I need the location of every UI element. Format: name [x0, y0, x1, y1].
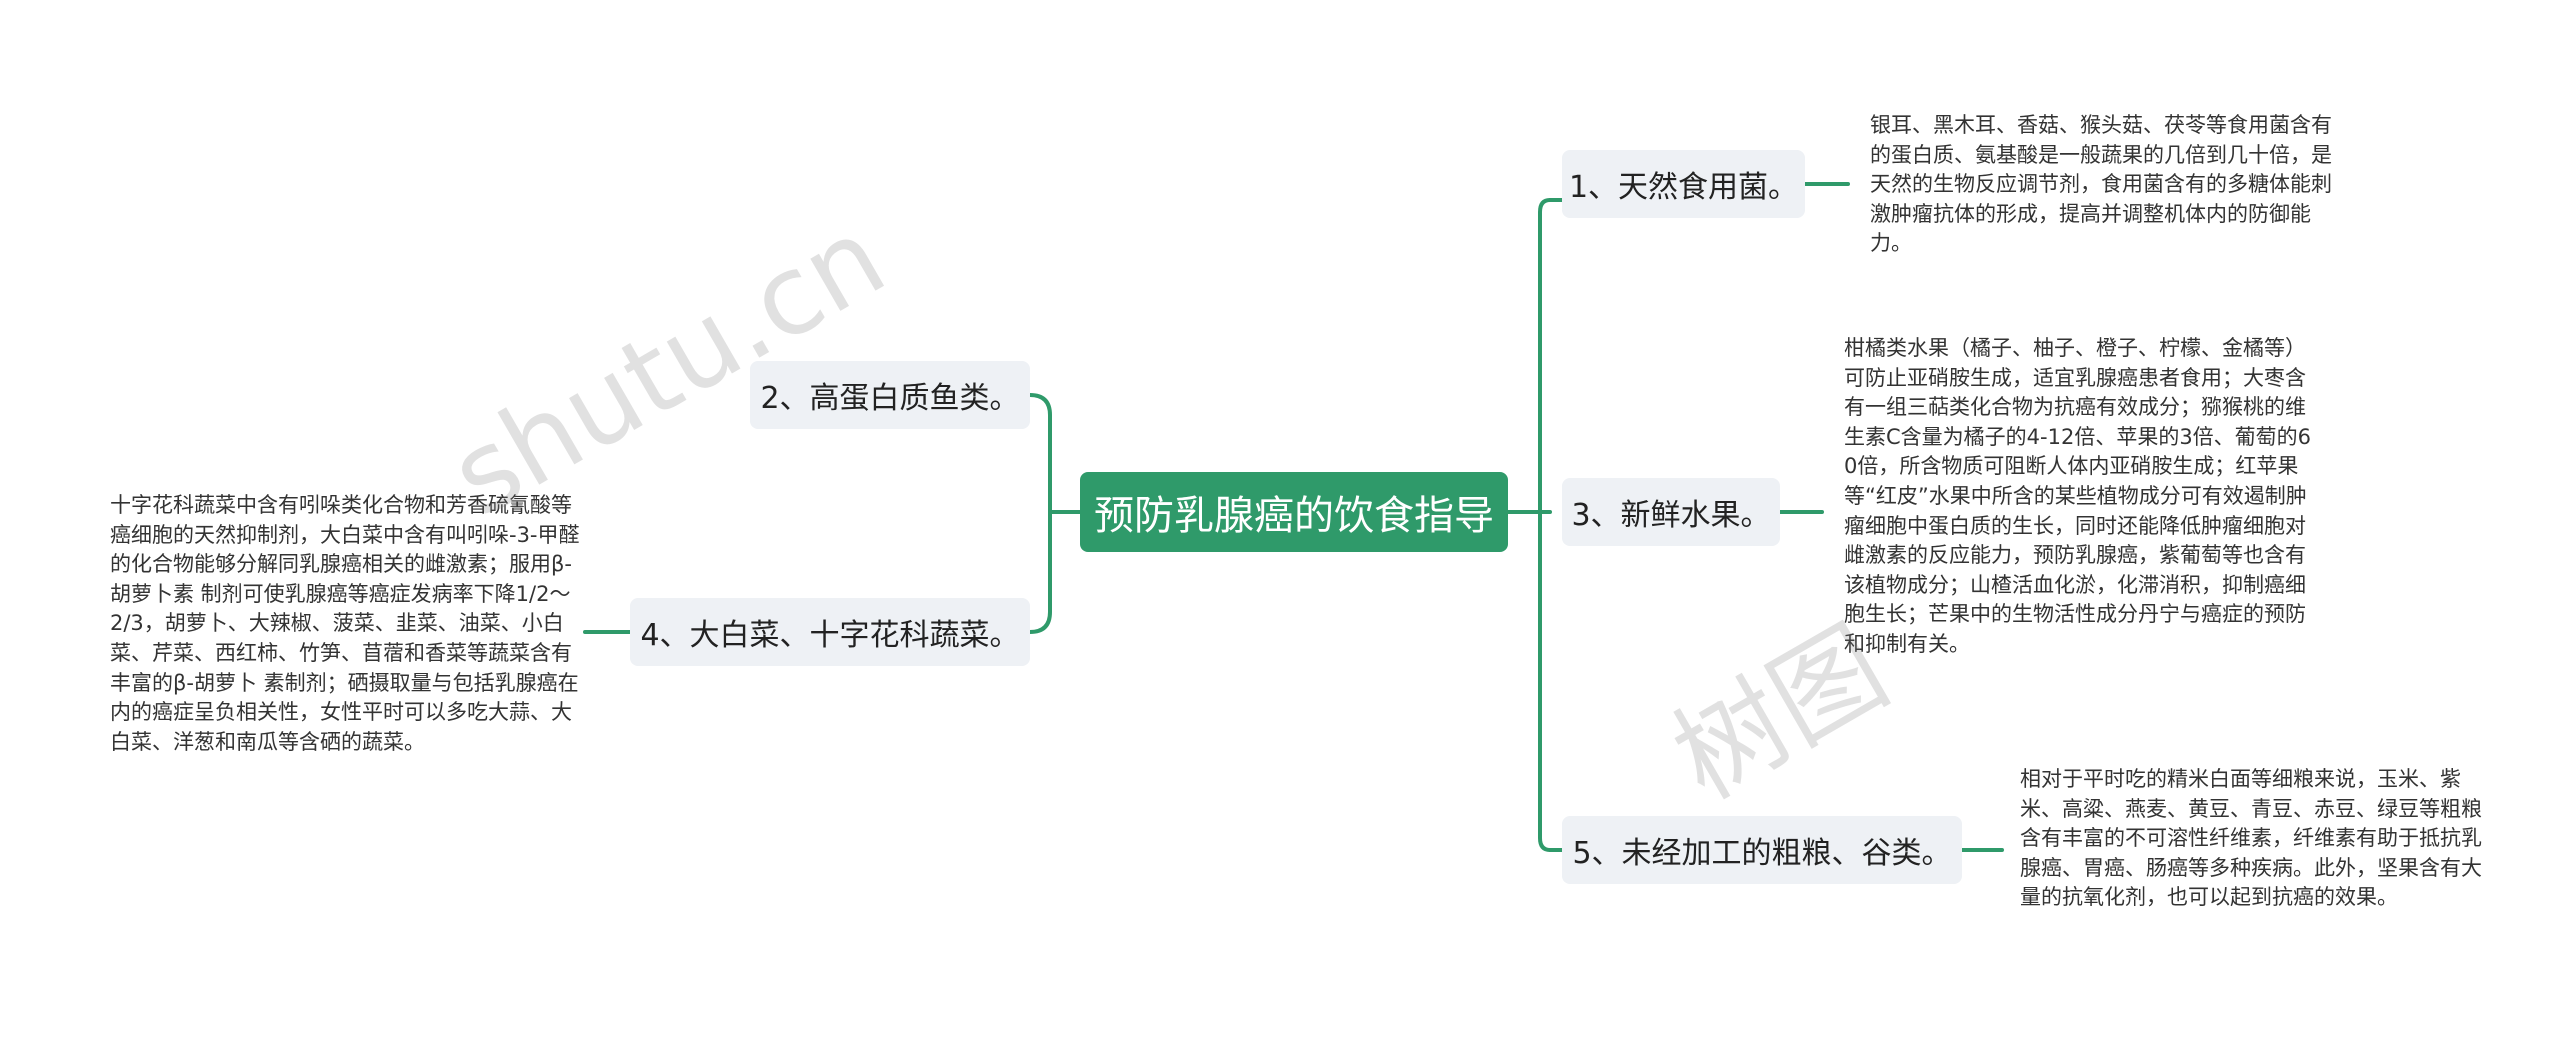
note-fresh-fruits: 柑橘类水果（橘子、柚子、橙子、柠檬、金橘等）可防止亚硝胺生成，适宜乳腺癌患者食用…: [1844, 336, 2312, 656]
note-cruciferous-vegetables: 十字花科蔬菜中含有吲哚类化合物和芳香硫氰酸等癌细胞的天然抑制剂，大白菜中含有叫吲…: [110, 493, 580, 754]
root-node[interactable]: 预防乳腺癌的饮食指导: [1080, 472, 1508, 552]
branch-high-protein-fish[interactable]: 2、高蛋白质鱼类。: [750, 361, 1030, 429]
note-natural-mushrooms: 银耳、黑木耳、香菇、猴头菇、茯苓等食用菌含有的蛋白质、氨基酸是一般蔬果的几倍到几…: [1870, 113, 2332, 256]
branch-fresh-fruits[interactable]: 3、新鲜水果。: [1562, 478, 1780, 546]
branch-natural-mushrooms[interactable]: 1、天然食用菌。: [1562, 150, 1805, 218]
branch-whole-grains[interactable]: 5、未经加工的粗粮、谷类。: [1562, 816, 1962, 884]
branch-cruciferous-vegetables[interactable]: 4、大白菜、十字花科蔬菜。: [630, 598, 1030, 666]
note-whole-grains: 相对于平时吃的精米白面等细粮来说，玉米、紫米、高粱、燕麦、黄豆、青豆、赤豆、绿豆…: [2020, 767, 2482, 910]
